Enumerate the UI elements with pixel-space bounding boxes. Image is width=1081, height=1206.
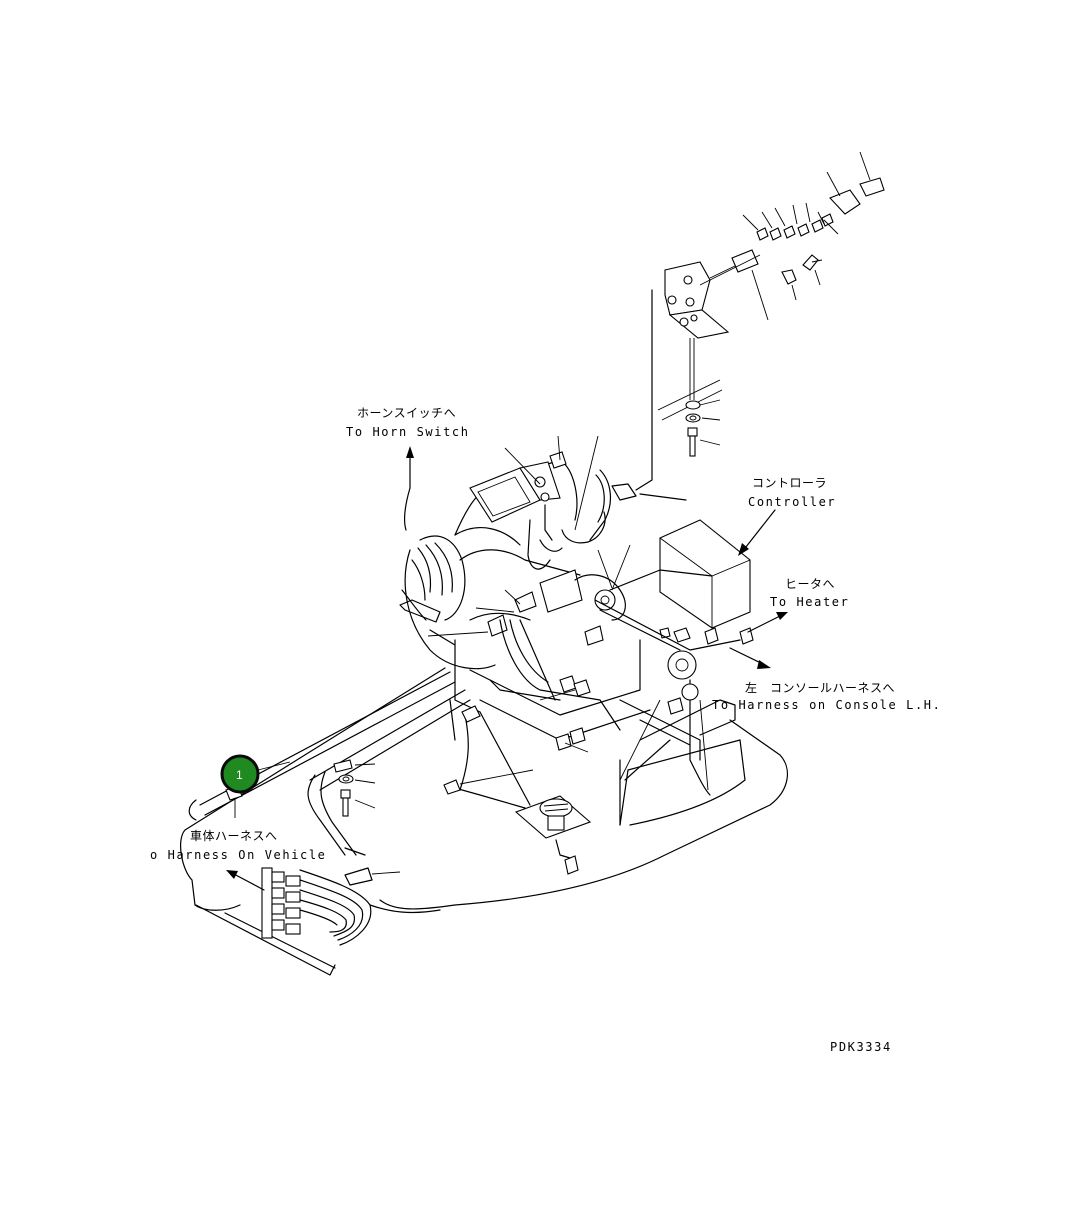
relay-cluster — [427, 435, 754, 806]
console-label-en: To Harness on Console L.H. — [712, 698, 941, 712]
leader-arrows — [225, 446, 788, 891]
drawing-number: PDK3334 — [830, 1040, 892, 1054]
controller-label-jp: コントローラ — [752, 476, 827, 490]
heater-label-jp: ヒータへ — [785, 577, 835, 591]
bracket-fastener-stack — [657, 379, 723, 457]
console-label-jp: 左 コンソールハーネスへ — [745, 680, 895, 695]
callout-1-number: 1 — [236, 768, 243, 782]
upper-bracket — [664, 261, 730, 400]
vehicle-harness — [261, 847, 441, 946]
horn-label-en: To Horn Switch — [346, 425, 470, 439]
left-fastener-stack — [333, 759, 376, 817]
console-frame — [429, 629, 736, 796]
callout-1-button[interactable]: 1 — [220, 754, 260, 794]
control-lever — [399, 459, 581, 670]
vehicle-label-en: o Harness On Vehicle — [150, 848, 327, 862]
seat-switch — [443, 769, 592, 875]
horn-label-jp: ホーンスイッチへ — [357, 406, 456, 420]
upper-connector-chain — [699, 151, 885, 321]
controller-label-en: Controller — [748, 495, 836, 509]
labels: ホーンスイッチへ To Horn Switch コントローラ Controlle… — [150, 406, 941, 1054]
upper-cable — [539, 289, 687, 552]
heater-label-en: To Heater — [770, 595, 849, 609]
controller-box — [659, 519, 751, 629]
connector-stack — [271, 871, 301, 935]
horn-switch-box — [469, 451, 567, 570]
vehicle-label-jp: 車体ハーネスへ — [190, 829, 278, 843]
floor-plate — [180, 667, 788, 976]
